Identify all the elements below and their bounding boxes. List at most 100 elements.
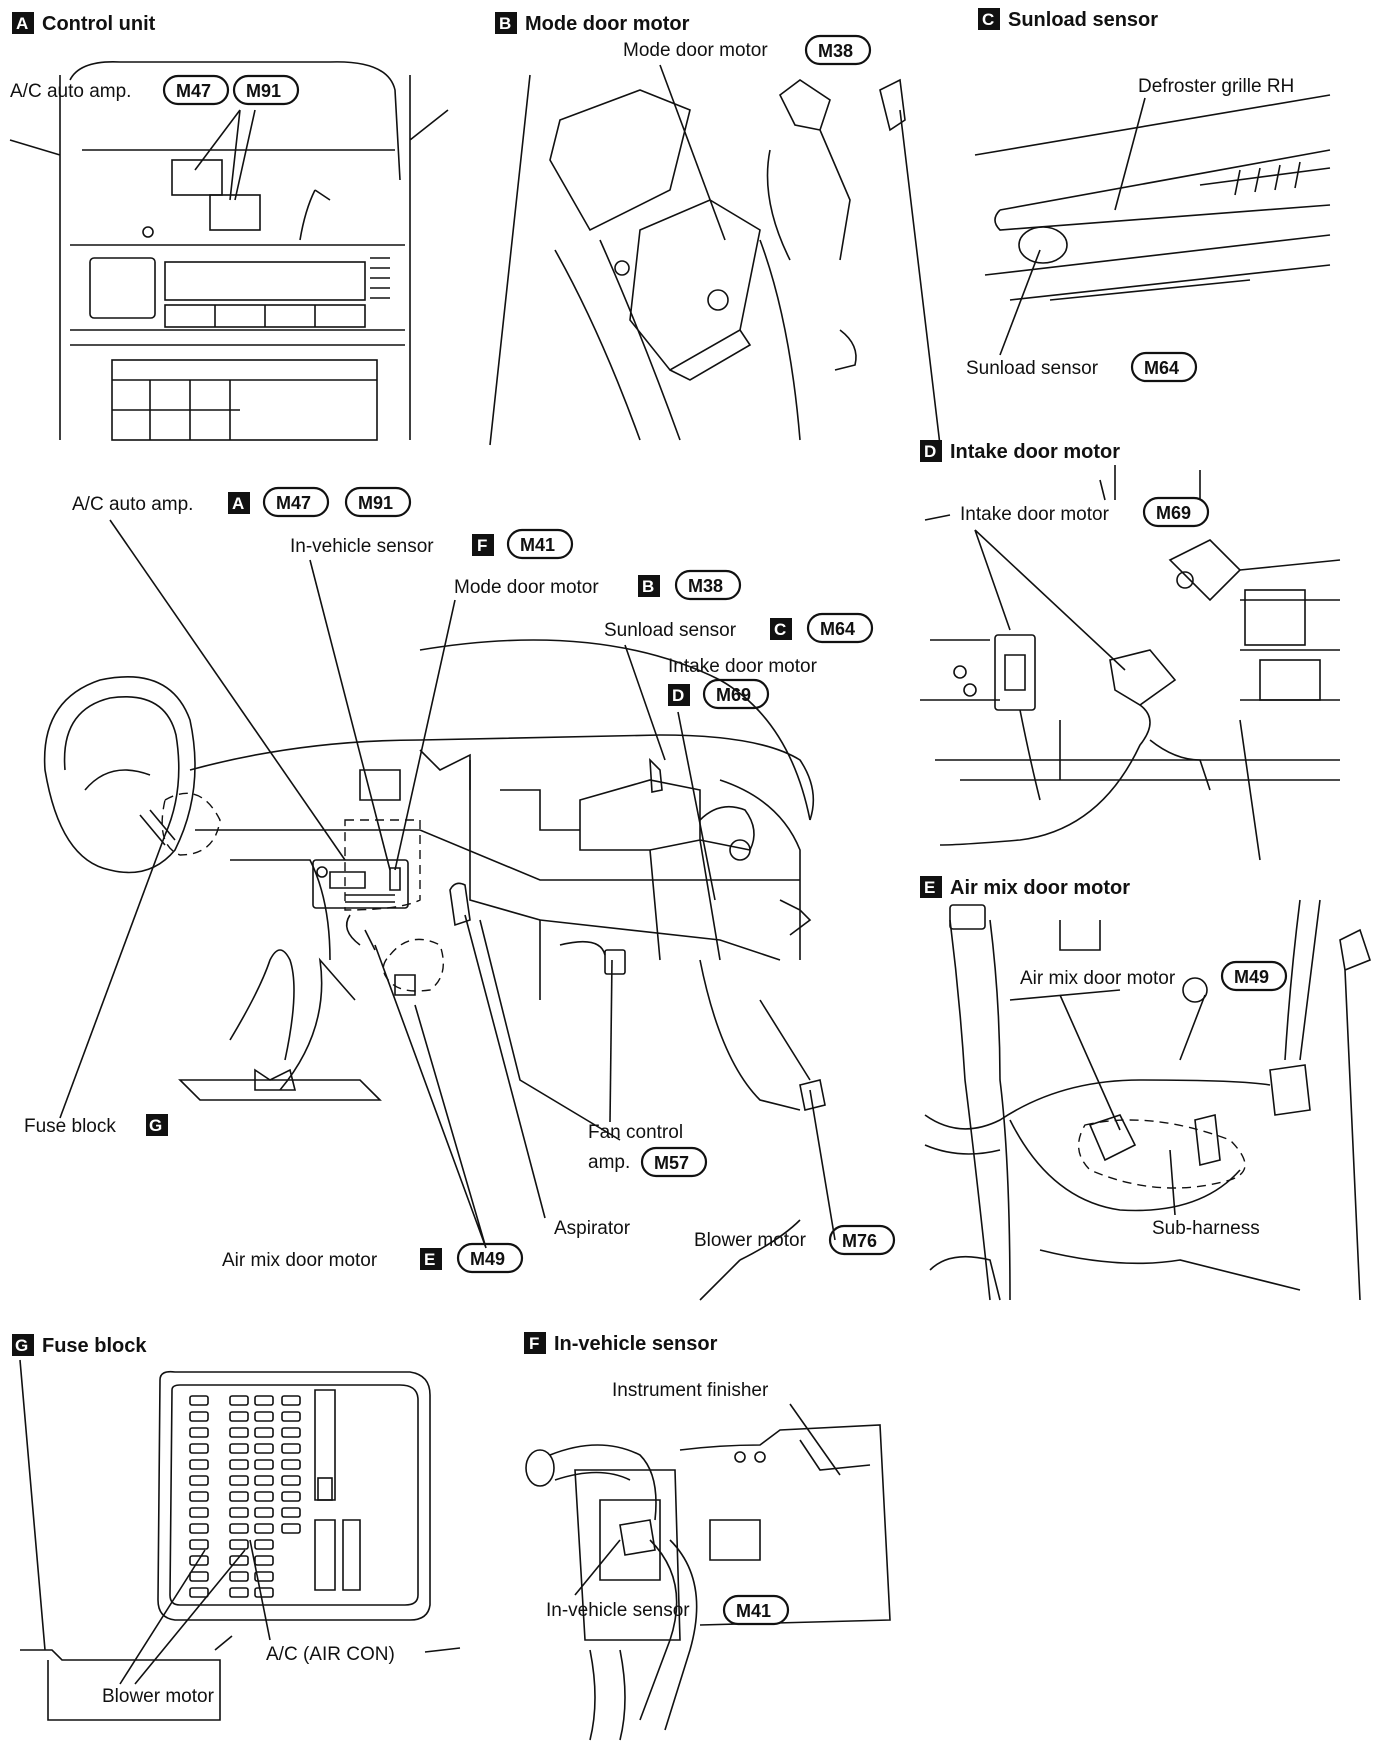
panel-d-conn: M69 xyxy=(1156,503,1191,523)
panel-a-title: Control unit xyxy=(42,13,156,35)
panel-e-letter: E xyxy=(924,878,935,897)
fuse-slot xyxy=(254,1443,274,1454)
main-ac-amp-conn2-pill xyxy=(344,486,412,518)
fuse-slot xyxy=(254,1411,274,1422)
main-fan-control-line1: Fan control xyxy=(588,1122,683,1143)
fuse-slot xyxy=(189,1427,209,1438)
main-air-mix-letter: E xyxy=(424,1250,435,1269)
fuse-slot xyxy=(229,1475,249,1486)
main-ac-amp-label: A/C auto amp. xyxy=(72,494,193,515)
panel-a-control-unit: A Control unit A/C auto amp. M47 M91 xyxy=(9,12,449,441)
panel-b-mode-door-motor: B Mode door motor Mode door motor M38 xyxy=(489,12,941,446)
panel-b-title: Mode door motor xyxy=(525,13,690,35)
fuse-slot xyxy=(229,1443,249,1454)
fuse-slot xyxy=(281,1491,301,1502)
panel-g-letter: G xyxy=(15,1336,28,1355)
fuse-slot xyxy=(189,1459,209,1470)
panel-b-conn: M38 xyxy=(818,41,853,61)
panel-d-letter-box xyxy=(920,440,942,462)
panel-g-ac-label: A/C (AIR CON) xyxy=(266,1644,395,1665)
main-sunload-label: Sunload sensor xyxy=(604,620,737,641)
fuse-slot xyxy=(229,1523,249,1534)
panel-a-conn1-pill xyxy=(162,74,230,106)
panel-d-letter: D xyxy=(924,442,936,461)
fuse-slot xyxy=(189,1411,209,1422)
main-dashboard-diagram: A/C auto amp. A M47 M91 In-vehicle senso… xyxy=(24,486,896,1301)
fuse-slot xyxy=(229,1395,249,1406)
panel-b-letter: B xyxy=(499,14,511,33)
panel-c-letter-box xyxy=(978,8,1000,30)
main-blower-label: Blower motor xyxy=(694,1230,807,1251)
main-invehicle-letter: F xyxy=(477,536,487,555)
panel-f-finisher-label: Instrument finisher xyxy=(612,1380,769,1401)
panel-f-letter-box xyxy=(524,1332,546,1354)
fuse-slot xyxy=(254,1475,274,1486)
panel-f-invehicle-sensor: F In-vehicle sensor Instrument finisher … xyxy=(524,1332,891,1741)
panel-e-air-mix-door-motor: E Air mix door motor Air mix door motor … xyxy=(920,876,1371,1301)
fuse-slot xyxy=(281,1427,301,1438)
main-intake-label: Intake door motor xyxy=(668,656,818,677)
panel-c-conn: M64 xyxy=(1144,358,1179,378)
main-intake-letter: D xyxy=(672,686,684,705)
panel-e-conn: M49 xyxy=(1234,967,1269,987)
main-sunload-letter: C xyxy=(774,620,786,639)
fuse-grid xyxy=(189,1395,301,1598)
main-intake-conn-pill xyxy=(702,678,770,710)
main-fan-control-line2: amp. xyxy=(588,1152,630,1173)
fuse-slot xyxy=(229,1459,249,1470)
panel-a-letter: A xyxy=(16,14,28,33)
main-mode-door-label: Mode door motor xyxy=(454,577,599,598)
panel-f-title: In-vehicle sensor xyxy=(554,1333,718,1355)
main-ac-amp-conn1: M47 xyxy=(276,493,311,513)
panel-c-letter: C xyxy=(982,10,994,29)
fuse-slot xyxy=(254,1427,274,1438)
panel-b-conn-pill xyxy=(804,34,872,66)
main-intake-letter-box xyxy=(668,684,690,706)
fuse-slot xyxy=(189,1507,209,1518)
fuse-slot xyxy=(189,1475,209,1486)
panel-a-letter-box xyxy=(12,12,34,34)
fuse-slot xyxy=(189,1395,209,1406)
main-invehicle-label: In-vehicle sensor xyxy=(290,536,434,557)
fuse-slot xyxy=(281,1443,301,1454)
panel-f-sensor-label: In-vehicle sensor xyxy=(546,1600,690,1621)
fuse-slot xyxy=(189,1555,209,1566)
fuse-slot xyxy=(229,1571,249,1582)
fuse-slot xyxy=(189,1539,209,1550)
panel-a-conn2-pill xyxy=(232,74,300,106)
panel-a-amp-label: A/C auto amp. xyxy=(10,81,131,102)
fuse-slot xyxy=(281,1459,301,1470)
panel-f-letter: F xyxy=(529,1334,539,1353)
main-fan-control-conn-pill xyxy=(640,1146,708,1178)
panel-c-title: Sunload sensor xyxy=(1008,9,1158,31)
panel-e-motor-label: Air mix door motor xyxy=(1020,968,1176,989)
panel-b-letter-box xyxy=(495,12,517,34)
panel-f-conn-pill xyxy=(722,1594,790,1626)
main-invehicle-conn: M41 xyxy=(520,535,555,555)
fuse-slot xyxy=(189,1523,209,1534)
panel-c-conn-pill xyxy=(1130,351,1198,383)
main-ac-amp-conn1-pill xyxy=(262,486,330,518)
main-ac-amp-letter-box xyxy=(228,492,250,514)
main-sunload-conn-pill xyxy=(806,612,874,644)
fuse-slot xyxy=(189,1587,209,1598)
fuse-slot xyxy=(189,1571,209,1582)
main-sunload-letter-box xyxy=(770,618,792,640)
fuse-slot xyxy=(229,1427,249,1438)
main-air-mix-letter-box xyxy=(420,1248,442,1270)
fuse-slot xyxy=(229,1587,249,1598)
fuse-slot xyxy=(254,1587,274,1598)
main-blower-conn: M76 xyxy=(842,1231,877,1251)
fuse-slot xyxy=(229,1411,249,1422)
fuse-slot xyxy=(229,1555,249,1566)
panel-d-motor-label: Intake door motor xyxy=(960,504,1110,525)
fuse-slot xyxy=(281,1507,301,1518)
main-air-mix-label: Air mix door motor xyxy=(222,1250,378,1271)
main-aspirator-label: Aspirator xyxy=(554,1218,631,1239)
fuse-slot xyxy=(229,1539,249,1550)
main-ac-amp-letter: A xyxy=(232,494,244,513)
main-air-mix-conn-pill xyxy=(456,1242,524,1274)
main-mode-door-conn-pill xyxy=(674,569,742,601)
main-mode-door-conn: M38 xyxy=(688,576,723,596)
panel-g-letter-box xyxy=(12,1334,34,1356)
